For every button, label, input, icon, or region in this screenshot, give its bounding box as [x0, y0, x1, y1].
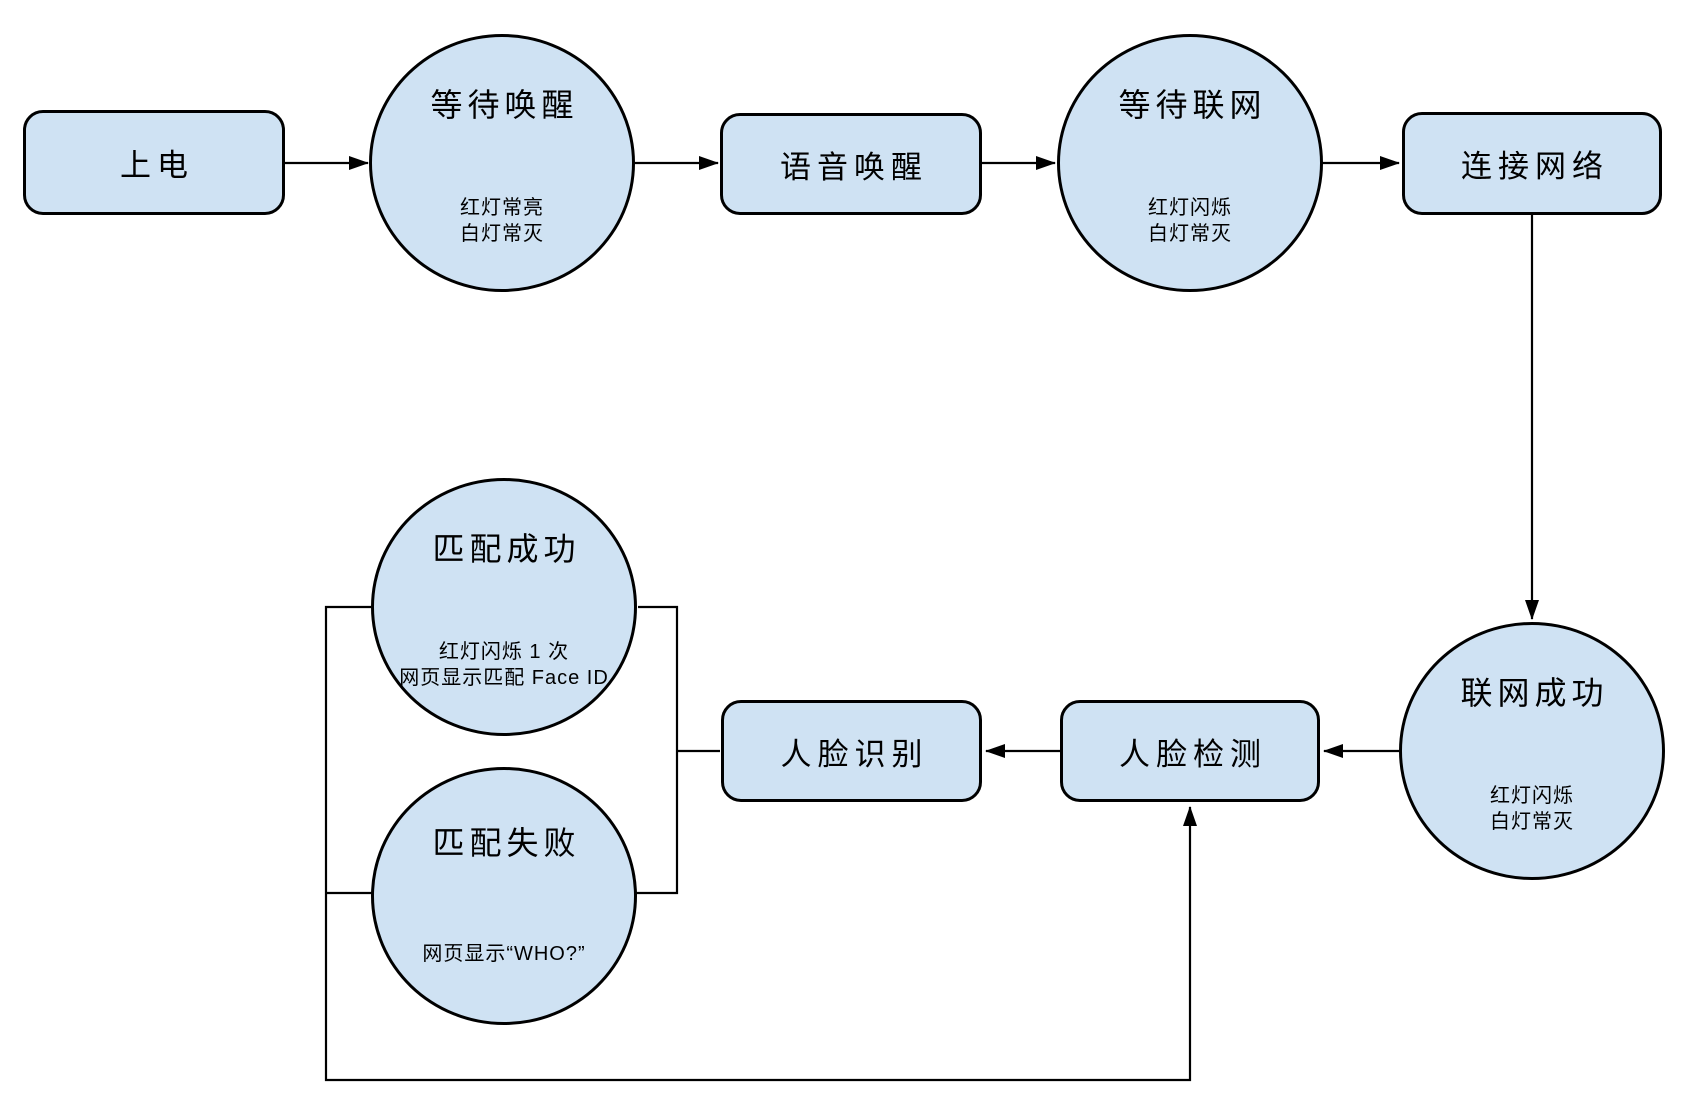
node-network-success-sub1: 红灯闪烁 [1490, 784, 1574, 807]
node-voice-wake-label: 语音唤醒 [780, 149, 928, 185]
node-match-success-title: 匹配成功 [432, 530, 581, 567]
node-connect-network: 连接网络 [1402, 112, 1662, 215]
node-wait-wake-subtext: 红灯常亮 白灯常灭 [346, 195, 658, 247]
node-match-fail: 匹配失败 网页显示“WHO?” [371, 767, 637, 1025]
node-voice-wake: 语音唤醒 [720, 113, 982, 215]
node-face-recognize-label: 人脸识别 [780, 736, 929, 772]
node-wait-wake: 等待唤醒 红灯常亮 白灯常灭 [369, 34, 635, 292]
node-wait-network-subtext: 红灯闪烁 白灯常灭 [1034, 195, 1346, 247]
node-face-recognize: 人脸识别 [721, 700, 982, 802]
node-wait-wake-sub1: 红灯常亮 [460, 196, 544, 219]
node-match-fail-sub1: 网页显示“WHO?” [422, 942, 586, 965]
node-face-detect: 人脸检测 [1060, 700, 1320, 802]
node-power-on-label: 上电 [120, 148, 194, 183]
node-face-detect-label: 人脸检测 [1119, 736, 1267, 772]
node-connect-network-label: 连接网络 [1461, 149, 1609, 184]
node-wait-network-sub1: 红灯闪烁 [1148, 196, 1232, 219]
node-network-success-title: 联网成功 [1460, 674, 1609, 711]
node-match-success-subtext: 红灯闪烁 1 次 网页显示匹配 Face ID [348, 639, 660, 691]
node-wait-wake-sub2: 白灯常灭 [460, 222, 544, 245]
node-wait-network-sub2: 白灯常灭 [1148, 222, 1232, 245]
node-match-fail-subtext: 网页显示“WHO?” [348, 941, 660, 967]
node-power-on: 上电 [23, 110, 285, 215]
node-network-success: 联网成功 红灯闪烁 白灯常灭 [1399, 622, 1665, 880]
node-network-success-subtext: 红灯闪烁 白灯常灭 [1376, 783, 1682, 835]
node-wait-network: 等待联网 红灯闪烁 白灯常灭 [1057, 34, 1323, 292]
node-wait-network-title: 等待联网 [1118, 86, 1267, 123]
node-wait-wake-title: 等待唤醒 [430, 86, 579, 123]
node-match-fail-title: 匹配失败 [432, 824, 581, 861]
node-match-success: 匹配成功 红灯闪烁 1 次 网页显示匹配 Face ID [371, 478, 637, 736]
node-match-success-sub1: 红灯闪烁 1 次 [438, 640, 570, 663]
node-match-success-sub2: 网页显示匹配 Face ID [399, 666, 609, 689]
node-network-success-sub2: 白灯常灭 [1490, 810, 1574, 833]
